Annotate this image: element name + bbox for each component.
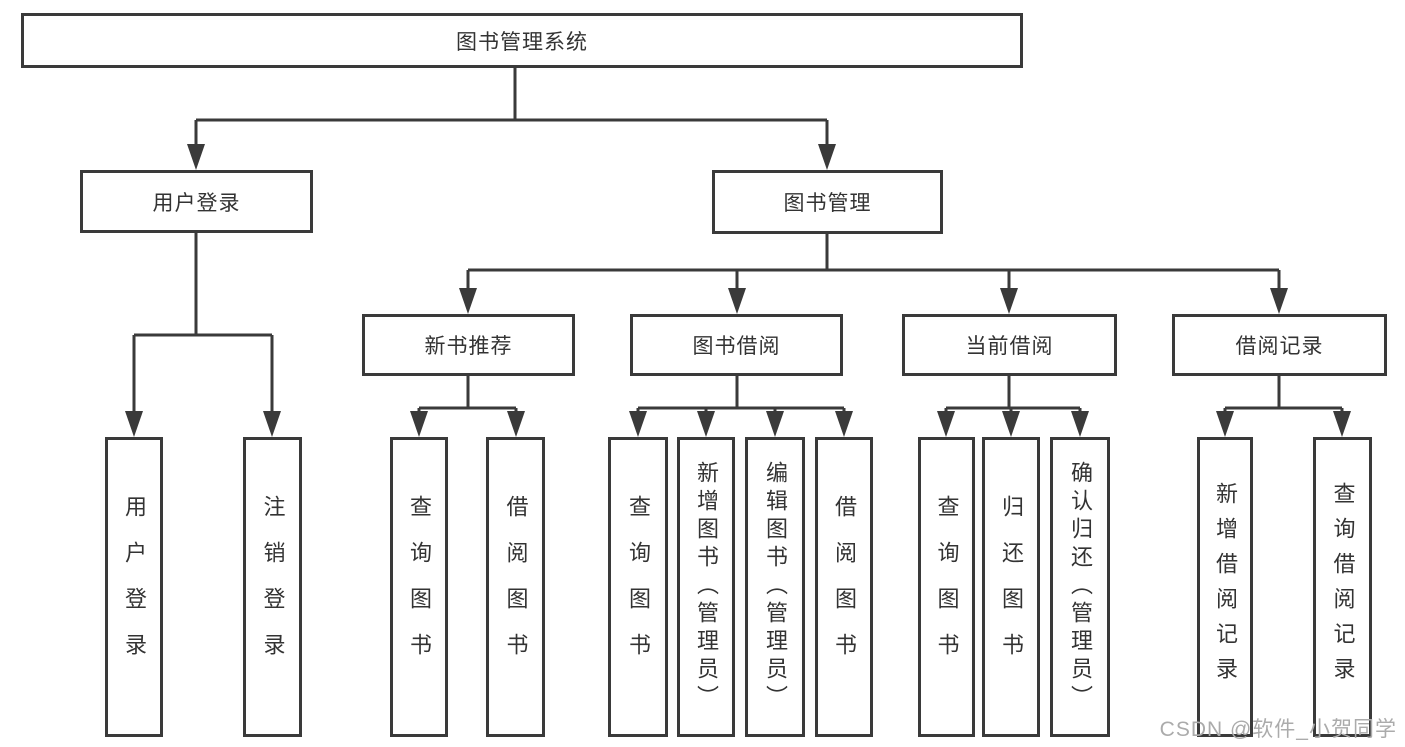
connector-borrow-records	[1223, 376, 1344, 415]
node-label: 新增借阅记录	[1213, 482, 1238, 692]
node-label: 新书推荐	[424, 335, 513, 358]
leaf-add-book-admin: 新增图书（管理员）	[677, 437, 735, 737]
node-label: 借阅记录	[1235, 335, 1324, 358]
leaf-confirm-return-admin: 确认归还（管理员）	[1050, 437, 1110, 737]
leaf-borrow-books: 借阅图书	[815, 437, 873, 737]
arrowhead-icon	[1000, 288, 1018, 314]
node-label: 用户登录	[152, 191, 241, 215]
node-label: 借阅图书	[832, 495, 857, 679]
node-current-borrow: 当前借阅	[902, 314, 1117, 376]
leaf-return-book: 归还图书	[982, 437, 1040, 737]
node-label: 确认归还（管理员）	[1068, 461, 1093, 713]
arrowhead-icon	[629, 411, 647, 437]
node-label: 当前借阅	[965, 335, 1054, 358]
arrowhead-icon	[125, 411, 143, 437]
node-label: 查询借阅记录	[1330, 482, 1356, 692]
node-label: 归还图书	[999, 495, 1024, 679]
arrowhead-icon	[459, 288, 477, 314]
leaf-edit-book-admin: 编辑图书（管理员）	[745, 437, 805, 737]
arrowhead-icon	[835, 411, 853, 437]
node-label: 借阅图书	[503, 495, 529, 679]
arrowhead-icon	[1002, 411, 1020, 437]
leaf-user-login: 用户登录	[105, 437, 163, 737]
arrowhead-icon	[1270, 288, 1288, 314]
connector-book-borrow	[636, 376, 846, 415]
node-label: 图书管理	[783, 192, 872, 215]
arrowhead-icon	[766, 411, 784, 437]
node-label: 用户登录	[122, 495, 147, 679]
leaf-logout: 注销登录	[243, 437, 302, 737]
node-label: 查询图书	[934, 495, 960, 679]
node-borrow-records: 借阅记录	[1172, 314, 1387, 376]
leaf-add-borrow-record: 新增借阅记录	[1197, 437, 1253, 737]
arrowhead-icon	[1071, 411, 1089, 437]
arrowhead-icon	[263, 411, 281, 437]
node-label: 注销登录	[260, 495, 286, 679]
connector-user-login	[132, 233, 274, 413]
connector-root	[194, 68, 829, 146]
node-label: 查询图书	[626, 495, 651, 679]
arrowhead-icon	[410, 411, 428, 437]
arrowhead-icon	[818, 144, 836, 170]
leaf-query-books-borrow: 查询图书	[608, 437, 668, 737]
arrowhead-icon	[1333, 411, 1351, 437]
node-label: 查询图书	[407, 495, 432, 679]
node-library-management-system: 图书管理系统	[21, 13, 1023, 68]
connector-new-book-recommend	[417, 376, 518, 415]
connector-book-management	[466, 234, 1281, 292]
leaf-query-books-recommend: 查询图书	[390, 437, 448, 737]
leaf-borrow-books-recommend: 借阅图书	[486, 437, 545, 737]
node-user-login: 用户登录	[80, 170, 313, 233]
node-new-book-recommend: 新书推荐	[362, 314, 575, 376]
arrowhead-icon	[937, 411, 955, 437]
leaf-query-borrow-record: 查询借阅记录	[1313, 437, 1372, 737]
node-label: 编辑图书（管理员）	[763, 461, 788, 713]
arrowhead-icon	[507, 411, 525, 437]
connector-current-borrow	[944, 376, 1082, 415]
node-book-borrow: 图书借阅	[630, 314, 843, 376]
arrowhead-icon	[728, 288, 746, 314]
watermark: CSDN @软件_小贺同学	[1159, 718, 1397, 741]
arrowhead-icon	[697, 411, 715, 437]
arrowhead-icon	[1216, 411, 1234, 437]
node-label: 图书借阅	[692, 335, 781, 358]
node-label: 图书管理系统	[456, 30, 588, 54]
node-label: 新增图书（管理员）	[694, 461, 719, 713]
leaf-query-books-current: 查询图书	[918, 437, 975, 737]
arrowhead-icon	[187, 144, 205, 170]
node-book-management: 图书管理	[712, 170, 943, 234]
